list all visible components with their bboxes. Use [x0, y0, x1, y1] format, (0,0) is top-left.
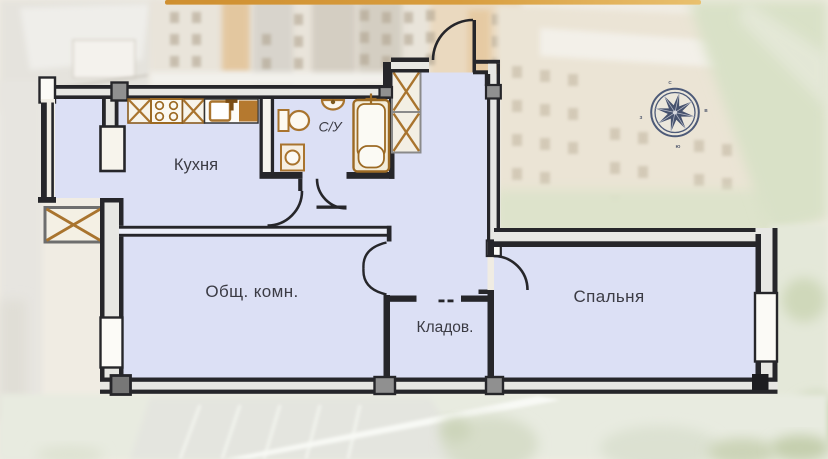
svg-text:Общ. комн.: Общ. комн.: [205, 282, 298, 301]
svg-text:Кухня: Кухня: [174, 156, 218, 174]
svg-text:Кладов.: Кладов.: [417, 319, 474, 336]
svg-text:В: В: [704, 108, 708, 113]
svg-text:С: С: [668, 80, 672, 85]
svg-text:Спальня: Спальня: [573, 287, 644, 306]
svg-text:С/У: С/У: [319, 119, 344, 135]
svg-text:Ю: Ю: [676, 144, 681, 149]
svg-text:З: З: [640, 115, 643, 120]
